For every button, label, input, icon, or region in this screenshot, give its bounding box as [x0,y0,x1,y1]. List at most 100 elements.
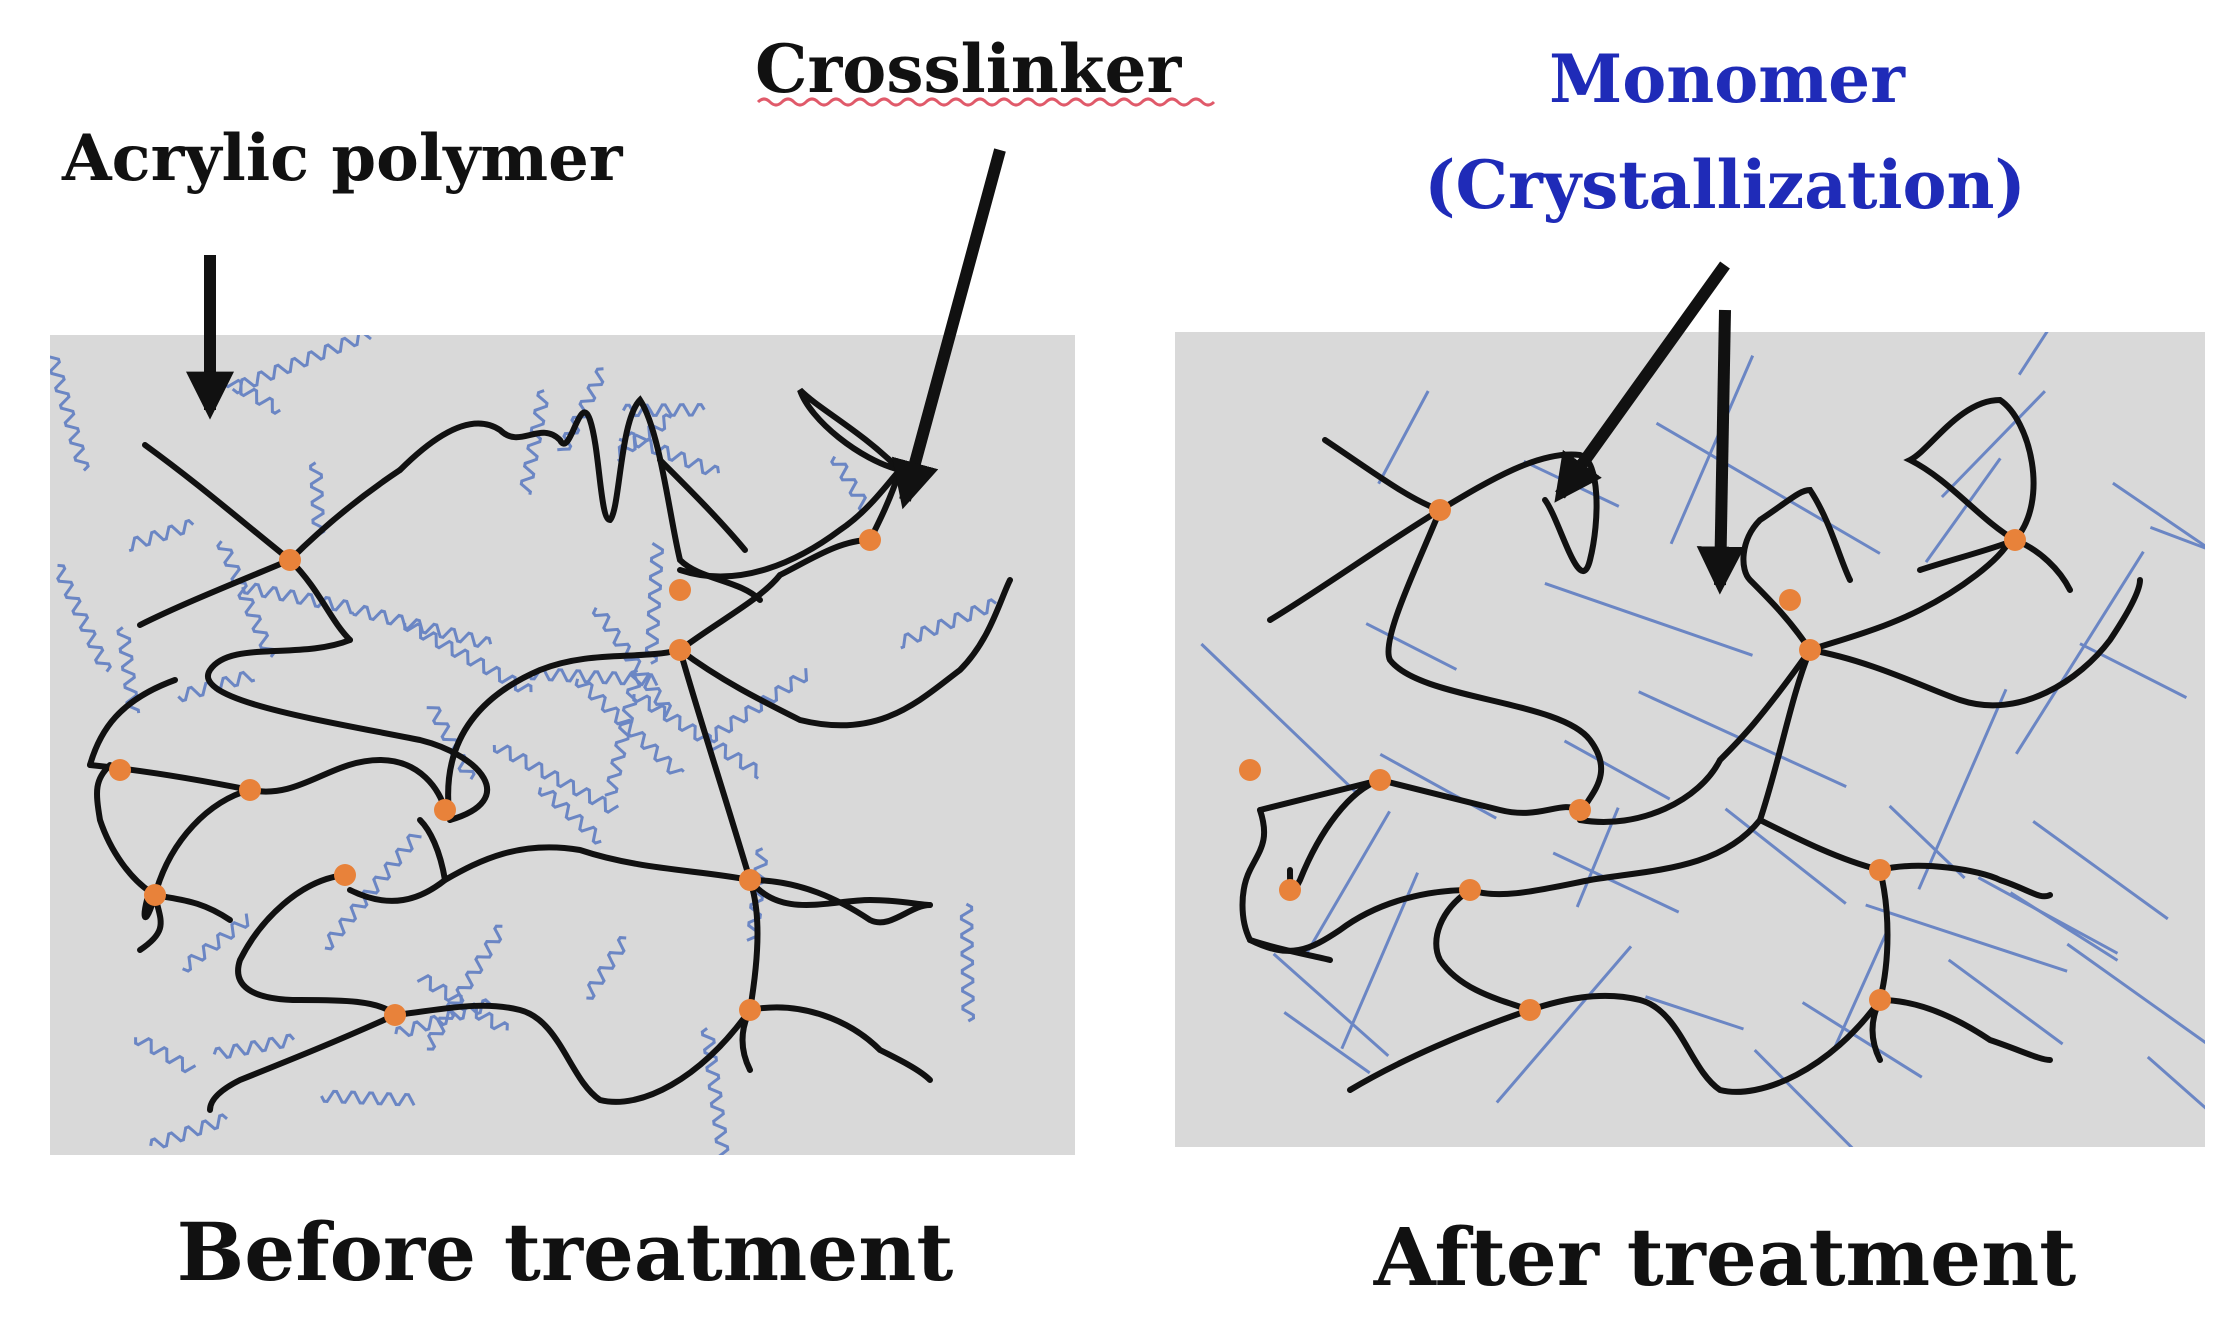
polymer-chain [1433,887,1533,1013]
monomer-wavy [241,582,354,615]
monomer-wavy [492,744,620,814]
crosslink-node [1279,879,1301,901]
before-treatment-caption: Before treatment [177,1205,954,1299]
crosslink-node [669,639,691,661]
polymer-chain [87,756,448,813]
monomer-wavy [527,667,659,687]
polymer-chain [445,647,683,823]
polymer-chain [1247,937,1333,963]
crosslink-node [739,869,761,891]
polymer-chain [1903,396,2037,543]
crosslink-node [334,864,356,886]
monomer-crystal [2009,891,2119,962]
acrylic-polymer-label: Acrylic polymer [61,121,624,196]
monomer-wavy [900,598,997,650]
crosslink-node [1369,769,1391,791]
monomer-wavy [324,833,422,951]
monomer-wavy [591,607,673,718]
monomer-arrow-vertical [1696,309,1745,595]
before-polymer-chains [87,387,1013,1113]
after-panel-background [1175,332,2205,1147]
monomer-wavy [644,542,665,665]
monomer-wavy [959,902,976,1023]
monomer-wavy [830,455,868,512]
monomer-crystal [1865,903,2068,973]
monomer-crystal [1917,688,2008,890]
monomer-crystal [1377,390,1430,485]
monomer-wavy [216,540,277,658]
monomer-wavy [604,668,642,797]
monomer-wavy [231,335,372,395]
polymer-chain [657,457,748,553]
polymer-chain [235,872,398,1018]
monomer-wavy [309,461,326,536]
polymer-chain [1467,647,1813,898]
polymer-chain [1877,867,1891,1003]
polymer-chain [1267,507,1443,623]
monomer-wavy [128,518,195,553]
monomer-crystal [1495,945,1633,1104]
polymer-chain [397,395,763,603]
monomer-wavy [56,563,112,673]
monomer-crystal [1340,872,1419,1050]
monomer-crystal [1940,390,2046,499]
monomer-crystal [1305,810,1391,955]
polymer-chain [1807,537,2013,653]
monomer-wavy [632,694,760,780]
polymer-chain [392,1002,753,1105]
monomer-wavy [700,1027,730,1155]
monomer-crystal [1272,952,1390,1058]
crosslink-node [144,884,166,906]
crosslink-node [1569,799,1591,821]
crosslink-node [859,529,881,551]
polymer-chain [677,577,1013,729]
polymer-chain [137,557,293,628]
crosslink-node [434,799,456,821]
monomer-wavy [746,847,768,942]
crosslink-node [1779,589,1801,611]
monomer-crystal [2015,550,2145,755]
monomer-wavy [50,355,90,472]
monomer-crystal [1801,1001,1923,1079]
polymer-chain [797,387,903,473]
monomer-crystal [2066,942,2205,1045]
monomer-wavy [352,604,493,648]
crosslinker-spellcheck-underline [756,97,1216,107]
polymer-chain [677,572,783,653]
polymer-chain [1740,486,1853,653]
crosslinker-arrow [891,148,1006,510]
monomer-crystal [1645,995,1744,1031]
monomer-wavy [621,403,706,418]
after-treatment-caption: After treatment [1373,1210,2076,1304]
before-monomers [50,335,997,1155]
monomer-wavy [708,668,809,744]
monomer-label: Monomer [1549,40,1906,118]
monomer-wavy [149,1113,228,1149]
monomer-crystal [1753,1049,1854,1147]
monomer-crystal [1563,739,1671,801]
polymer-chain [677,647,933,908]
monomer-crystal [1832,932,1888,1052]
polymer-chain [1877,862,2053,900]
monomer-crystal [1544,581,1753,657]
after-panel [1175,332,2205,1147]
monomer-wavy [426,706,476,780]
polymer-chain [1877,997,2053,1063]
polymer-chain [347,844,753,904]
monomer-crystal [1947,958,2064,1046]
monomer-wavy [212,1033,296,1060]
monomer-wavy [574,678,685,775]
monomer-crystal [2032,820,2169,921]
polymer-chain [1322,437,1443,513]
after-crosslink-nodes [1239,499,2026,1021]
polymer-chain [1807,577,2143,709]
crystallization-label: (Crystallization) [1424,146,2026,224]
polymer-chain [87,677,178,768]
monomer-crystal [1365,622,1458,671]
monomer-crystal [1552,851,1680,914]
monomer-wavy [519,389,549,496]
polymer-chain [287,557,353,643]
polymer-chain [747,1004,933,1083]
monomer-wavy [426,924,503,1051]
polymer-chain [677,467,903,580]
